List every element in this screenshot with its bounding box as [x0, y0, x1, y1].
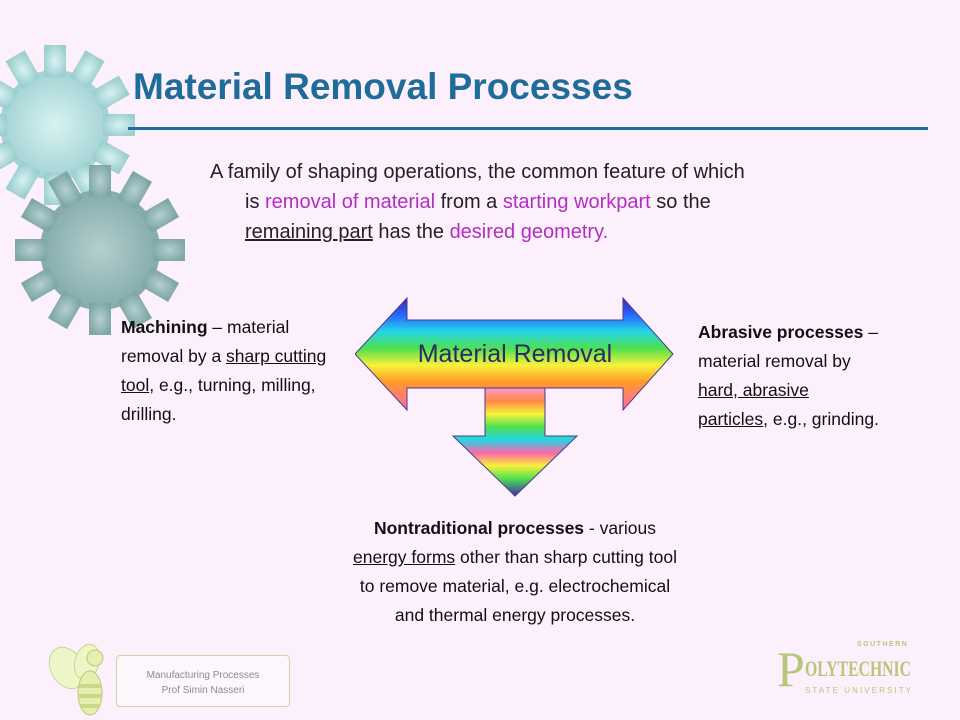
underline-energy-forms: energy forms — [353, 547, 456, 567]
intro-text: A family of shaping operations, the comm… — [210, 157, 870, 247]
nontraditional-term: Nontraditional processes — [373, 518, 585, 538]
gear-icon — [15, 165, 185, 335]
highlight-desired: desired geometry — [449, 221, 603, 243]
intro-text-run: . — [602, 221, 609, 243]
footer-course: Manufacturing Processes — [146, 670, 260, 681]
slide-title: Material Removal Processes — [133, 66, 633, 107]
center-label: Material Removal — [418, 340, 613, 368]
machining-description: Machining – material removal by a sharp … — [121, 313, 351, 429]
underline-sharp-cutting-tool: sharp cutting tool — [121, 346, 327, 395]
machining-term: Machining — [121, 317, 208, 337]
nontraditional-text: other than sharp cutting tool to remove … — [359, 547, 677, 625]
footer-author: Prof Simin Nasseri — [161, 685, 245, 696]
nontraditional-text: - various — [584, 518, 657, 538]
abrasive-text: , e.g., grinding. — [763, 409, 879, 429]
material-removal-arrow: Material Removal — [355, 296, 674, 497]
intro-text-run: is — [245, 191, 265, 213]
intro-text-run: has the — [372, 221, 450, 243]
intro-line-3: remaining part has the desired geometry. — [210, 217, 870, 247]
arrow-horizontal — [355, 296, 674, 412]
abrasive-description: Abrasive processes – material removal by… — [698, 318, 883, 434]
title-rule — [128, 127, 928, 130]
logo-text-top: SOUTHERN — [857, 641, 908, 648]
gear-icon — [0, 45, 135, 205]
highlight-removal: removal of material — [265, 191, 436, 213]
intro-line-2: is removal of material from a starting w… — [210, 187, 870, 217]
abrasive-term: Abrasive processes — [698, 322, 864, 342]
machining-text: , e.g., turning, milling, drilling. — [121, 375, 316, 424]
logo-text-bottom: STATE UNIVERSITY — [805, 686, 912, 695]
underline-remaining: remaining part — [245, 221, 373, 243]
intro-line-1: A family of shaping operations, the comm… — [210, 161, 745, 183]
intro-text-run: so the — [650, 191, 711, 213]
arrow-vertical — [451, 387, 579, 497]
highlight-starting: starting workpart — [502, 191, 651, 213]
logo-text-main: OLYTECHNIC — [805, 656, 911, 681]
footer-credit: Manufacturing Processes Prof Simin Nasse… — [116, 655, 290, 707]
intro-text-run: from a — [435, 191, 503, 213]
bee-mascot-icon — [48, 643, 104, 716]
machining-text: – material removal by a — [121, 317, 290, 366]
university-logo: SOUTHERN P OLYTECHNIC STATE UNIVERSITY — [777, 641, 912, 697]
logo-letter-p: P — [777, 641, 805, 697]
nontraditional-description: Nontraditional processes - various energ… — [350, 514, 680, 630]
underline-abrasive-particles: hard, abrasive particles — [698, 380, 809, 429]
abrasive-text: – material removal by — [698, 322, 878, 371]
gears-decoration — [0, 45, 185, 335]
